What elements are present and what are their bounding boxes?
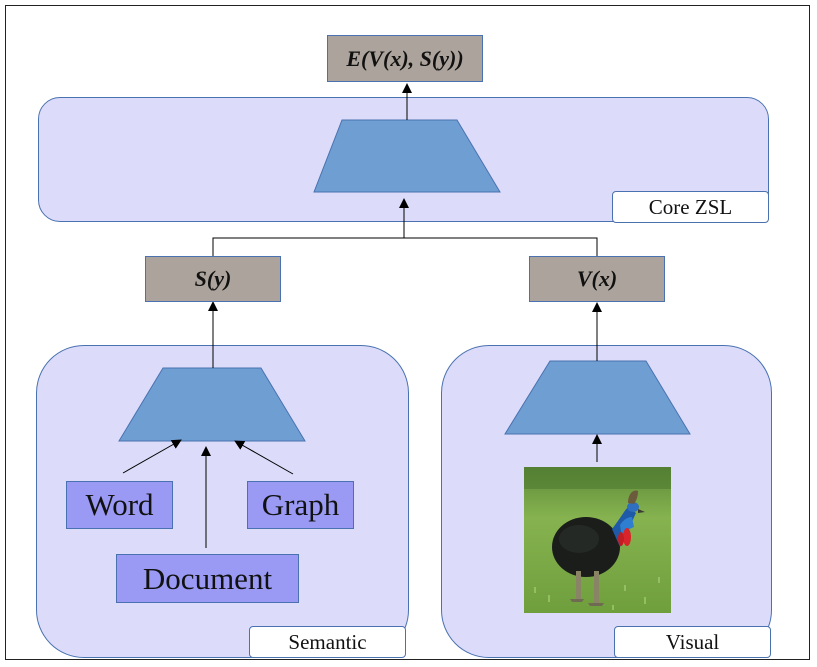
semantic-label: Semantic xyxy=(249,626,406,658)
cassowary-photo xyxy=(524,467,671,613)
arrow-graph-to-net xyxy=(234,440,294,475)
visual-embedding-box: V(x) xyxy=(529,256,665,302)
semantic-embedding-box: S(y) xyxy=(145,256,281,302)
merge-connector xyxy=(212,237,598,256)
graph-source-box: Graph xyxy=(247,481,354,529)
diagram-frame xyxy=(5,5,810,660)
word-source-box: Word xyxy=(66,481,173,529)
visual-label: Visual xyxy=(614,626,771,658)
document-source-box: Document xyxy=(116,554,299,603)
cassowary-illustration xyxy=(524,467,671,613)
core-network-shape xyxy=(313,119,501,193)
visual-network-shape xyxy=(504,360,691,435)
energy-output-box: E(V(x), S(y)) xyxy=(327,35,483,82)
arrow-word-to-net xyxy=(122,439,182,474)
semantic-network-shape xyxy=(118,367,306,442)
core-zsl-label: Core ZSL xyxy=(612,191,769,223)
